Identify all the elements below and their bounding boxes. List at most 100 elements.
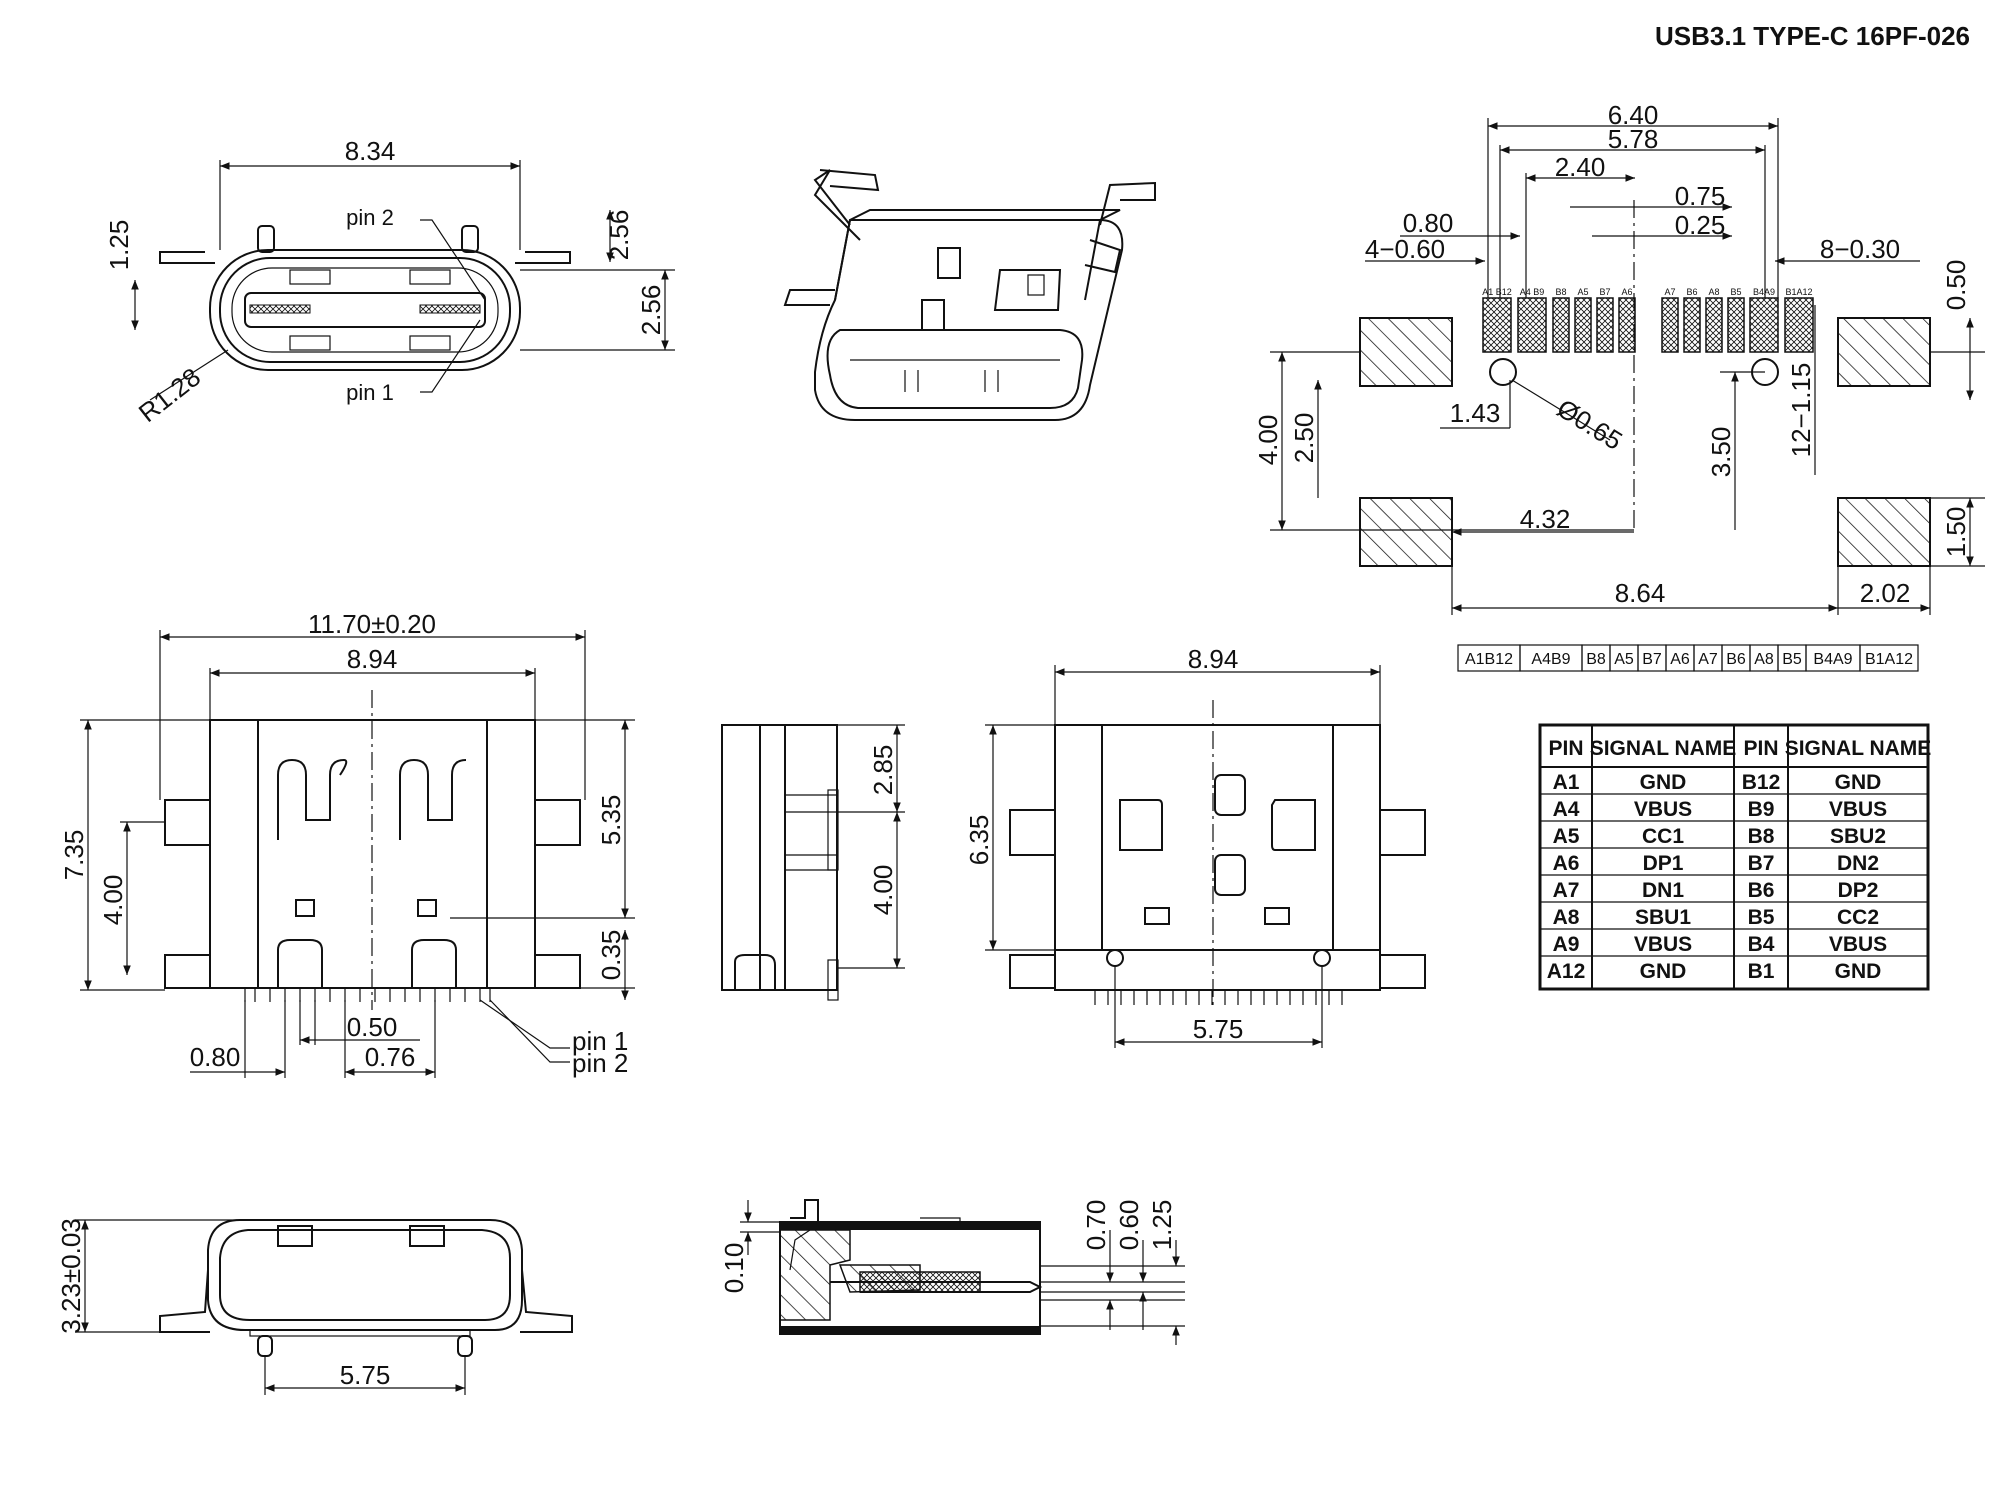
dim-footprint-hole: Ø0.65 xyxy=(1552,393,1628,456)
svg-text:A6: A6 xyxy=(1621,287,1632,297)
svg-text:VBUS: VBUS xyxy=(1634,933,1692,956)
dim-section-070: 0.70 xyxy=(1081,1200,1111,1251)
table-header-signal-b: SIGNAL NAME xyxy=(1785,737,1932,760)
svg-text:A1: A1 xyxy=(1553,771,1580,794)
table-header-signal-a: SIGNAL NAME xyxy=(1590,737,1737,760)
svg-text:DP2: DP2 xyxy=(1838,879,1879,902)
svg-text:B7: B7 xyxy=(1748,852,1775,875)
svg-text:A7: A7 xyxy=(1553,879,1580,902)
svg-text:A8: A8 xyxy=(1754,651,1774,668)
svg-text:B12: B12 xyxy=(1742,771,1781,794)
svg-text:B8: B8 xyxy=(1586,651,1606,668)
svg-text:CC1: CC1 xyxy=(1642,825,1684,848)
bottom-view: 8.94 6.35 5.75 xyxy=(964,644,1426,1048)
dim-footprint-080: 0.80 xyxy=(1403,208,1454,238)
svg-text:A5: A5 xyxy=(1614,651,1634,668)
table-header-pin-b: PIN xyxy=(1743,737,1778,760)
dim-top-inner-height: 4.00 xyxy=(98,875,128,926)
svg-text:A4B9: A4B9 xyxy=(1531,651,1570,668)
dim-front-right-top: 2.56 xyxy=(604,210,634,261)
dim-side-285: 2.85 xyxy=(868,745,898,796)
svg-text:B5: B5 xyxy=(1730,287,1741,297)
pad-labels: A1 B12 A4 B9 B8 A5 B7 A6 A7 B6 A8 B5 B4A… xyxy=(1482,287,1812,297)
pin-strip: A1B12 A4B9 B8 A5 B7 A6 A7 B6 A8 B5 B4A9 … xyxy=(1457,644,1919,672)
svg-text:B4A9: B4A9 xyxy=(1813,651,1852,668)
label-top-pin1: pin 1 xyxy=(572,1026,628,1056)
dim-bottom-height: 6.35 xyxy=(964,815,994,866)
svg-text:B4: B4 xyxy=(1748,933,1775,956)
svg-text:A8: A8 xyxy=(1708,287,1719,297)
table-row: A5 CC1 B8 SBU2 xyxy=(1553,825,1886,848)
side-view: 2.85 4.00 xyxy=(721,724,905,1001)
svg-text:GND: GND xyxy=(1640,960,1687,983)
table-row: A8 SBU1 B5 CC2 xyxy=(1553,906,1879,929)
svg-text:B1A12: B1A12 xyxy=(1865,651,1913,668)
svg-text:CC2: CC2 xyxy=(1837,906,1879,929)
table-row: A12 GND B1 GND xyxy=(1547,960,1882,983)
svg-text:VBUS: VBUS xyxy=(1829,933,1887,956)
table-row: A1 GND B12 GND xyxy=(1553,771,1882,794)
dim-footprint-8x030: 8−0.30 xyxy=(1820,234,1900,264)
label-front-pin2: pin 2 xyxy=(346,205,394,230)
svg-text:B6: B6 xyxy=(1748,879,1775,902)
svg-text:A6: A6 xyxy=(1553,852,1580,875)
table-row: A4 VBUS B9 VBUS xyxy=(1553,798,1888,821)
svg-text:B5: B5 xyxy=(1748,906,1775,929)
dim-footprint-578: 5.78 xyxy=(1608,124,1659,154)
dim-footprint-202: 2.02 xyxy=(1860,578,1911,608)
svg-text:A4: A4 xyxy=(1553,798,1580,821)
dim-footprint-4x060: 4−0.60 xyxy=(1365,234,1445,264)
svg-text:B1A12: B1A12 xyxy=(1785,287,1812,297)
svg-text:DP1: DP1 xyxy=(1643,852,1684,875)
svg-text:B1: B1 xyxy=(1748,960,1775,983)
isometric-view xyxy=(783,169,1156,421)
svg-text:B8: B8 xyxy=(1555,287,1566,297)
dim-section-125: 1.25 xyxy=(1147,1200,1177,1251)
svg-text:B4A9: B4A9 xyxy=(1753,287,1775,297)
svg-text:B5: B5 xyxy=(1782,651,1802,668)
dim-footprint-050: 0.50 xyxy=(1941,260,1971,311)
dim-footprint-143: 1.43 xyxy=(1450,398,1501,428)
svg-text:A6: A6 xyxy=(1670,651,1690,668)
drawing-title: USB3.1 TYPE-C 16PF-026 xyxy=(1655,21,1970,51)
svg-text:B9: B9 xyxy=(1748,798,1775,821)
dim-footprint-250: 2.50 xyxy=(1289,413,1319,464)
pin-table: PIN SIGNAL NAME PIN SIGNAL NAME A1 GND B… xyxy=(1538,723,1932,991)
svg-text:A7: A7 xyxy=(1664,287,1675,297)
table-header-pin-a: PIN xyxy=(1548,737,1583,760)
dim-footprint-640: 6.40 xyxy=(1608,100,1659,130)
dim-front-left: 1.25 xyxy=(104,220,134,271)
table-row: A6 DP1 B7 DN2 xyxy=(1553,852,1879,875)
svg-text:GND: GND xyxy=(1835,771,1882,794)
svg-text:A5: A5 xyxy=(1553,825,1580,848)
dim-footprint-400: 4.00 xyxy=(1253,415,1283,466)
svg-text:GND: GND xyxy=(1640,771,1687,794)
label-top-pin2: pin 2 xyxy=(572,1048,628,1078)
dim-footprint-12x115: 12−1.15 xyxy=(1786,363,1816,458)
dim-front-width: 8.34 xyxy=(345,136,396,166)
dim-top-width: 8.94 xyxy=(347,644,398,674)
svg-text:A4 B9: A4 B9 xyxy=(1520,287,1545,297)
svg-text:DN1: DN1 xyxy=(1642,879,1684,902)
dim-section-060: 0.60 xyxy=(1114,1200,1144,1251)
svg-text:VBUS: VBUS xyxy=(1634,798,1692,821)
dim-top-height: 7.35 xyxy=(59,830,89,881)
dim-top-total-width: 11.70±0.20 xyxy=(308,609,436,639)
dim-front-right: 2.56 xyxy=(636,285,666,336)
dim-top-080: 0.80 xyxy=(190,1042,241,1072)
dim-side-400: 4.00 xyxy=(868,865,898,916)
top-view: 11.70±0.20 8.94 7.35 4.00 5.35 0.35 0.50… xyxy=(59,609,635,1078)
svg-text:GND: GND xyxy=(1835,960,1882,983)
svg-text:A8: A8 xyxy=(1553,906,1580,929)
svg-text:B8: B8 xyxy=(1748,825,1775,848)
dim-footprint-075: 0.75 xyxy=(1675,181,1726,211)
table-row: A9 VBUS B4 VBUS xyxy=(1553,933,1888,956)
dim-end-height: 3.23±0.03 xyxy=(56,1218,86,1333)
svg-text:SBU1: SBU1 xyxy=(1635,906,1691,929)
svg-text:B7: B7 xyxy=(1599,287,1610,297)
dim-top-right-035: 0.35 xyxy=(596,930,626,981)
dim-bottom-width: 8.94 xyxy=(1188,644,1239,674)
top-view-pins xyxy=(244,988,491,1002)
